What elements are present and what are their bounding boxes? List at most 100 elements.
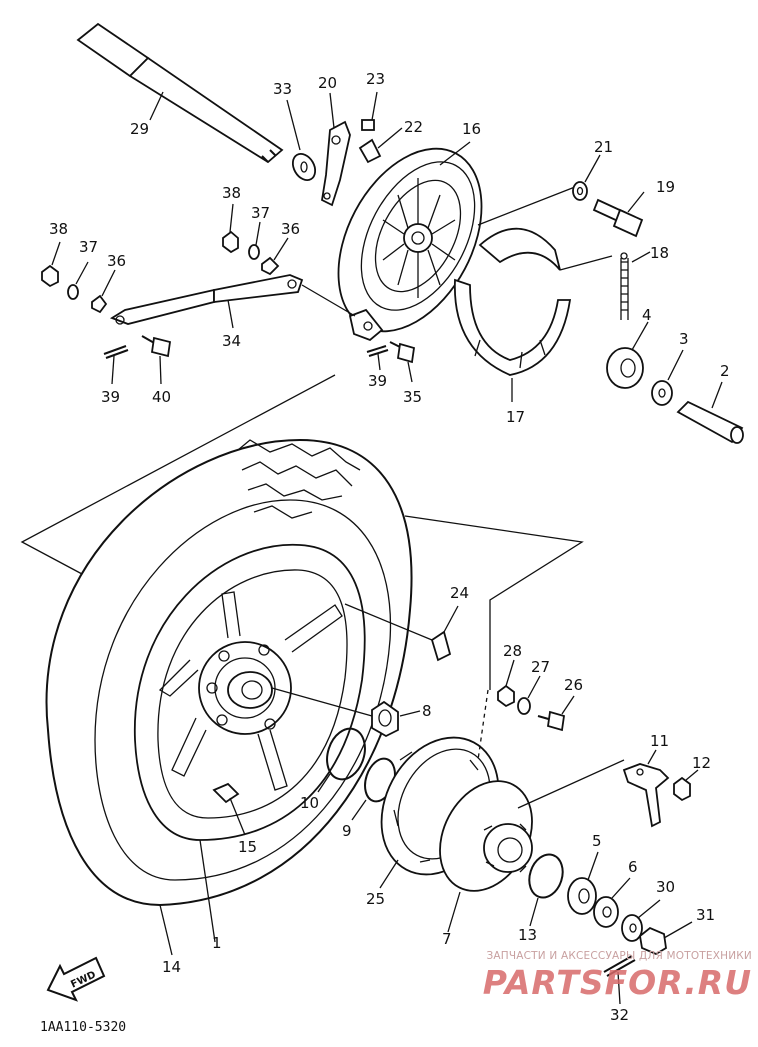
callout-16: 16 bbox=[462, 120, 481, 138]
lock-washer-line bbox=[517, 759, 625, 809]
leader-18 bbox=[631, 251, 651, 263]
leader-9 bbox=[351, 799, 367, 821]
lock-washer bbox=[622, 763, 670, 828]
spring-washer-right bbox=[248, 244, 260, 260]
leader-30 bbox=[637, 899, 661, 919]
leader-12 bbox=[685, 769, 699, 781]
spring-line bbox=[559, 255, 613, 271]
watermark-tagline: ЗАПЧАСТИ И АКСЕССУАРЫ ДЛЯ МОТОТЕХНИКИ bbox=[486, 950, 752, 962]
fwd-label: FWD bbox=[69, 970, 97, 991]
brake-shoe-plate bbox=[337, 147, 483, 342]
nut-right bbox=[222, 230, 239, 254]
callout-2: 2 bbox=[720, 362, 730, 380]
damper-line bbox=[344, 603, 433, 641]
leader-1 bbox=[199, 839, 216, 943]
callout-9: 9 bbox=[342, 822, 352, 840]
callout-35: 35 bbox=[403, 388, 422, 406]
callout-10: 10 bbox=[300, 794, 319, 812]
axle bbox=[76, 22, 284, 164]
circlip bbox=[528, 853, 564, 899]
callout-4: 4 bbox=[642, 306, 652, 324]
callout-17: 17 bbox=[506, 408, 525, 426]
washer-left bbox=[91, 294, 108, 314]
leader-37a bbox=[255, 221, 261, 246]
sprocket-bolt bbox=[537, 710, 566, 732]
assembly-plane-outline bbox=[20, 374, 336, 575]
watermark: ЗАПЧАСТИ И АКСЕССУАРЫ ДЛЯ МОТОТЕХНИКИ PA… bbox=[452, 950, 752, 1002]
callout-8: 8 bbox=[422, 702, 432, 720]
callout-37b: 37 bbox=[79, 238, 98, 256]
leader-21 bbox=[584, 154, 601, 183]
leader-6 bbox=[611, 877, 631, 899]
leader-8 bbox=[399, 710, 421, 717]
leader-26 bbox=[561, 695, 575, 715]
washer bbox=[291, 152, 317, 182]
callout-31: 31 bbox=[696, 906, 715, 924]
callout-labels: 1234567891011121314151617181920212223242… bbox=[49, 70, 730, 1024]
bolt-35 bbox=[389, 341, 416, 364]
leader-36a bbox=[273, 237, 289, 261]
bearing-5 bbox=[567, 877, 597, 915]
oil-seal bbox=[651, 380, 673, 406]
leader-39b bbox=[111, 355, 115, 385]
cotter-pin-32 bbox=[603, 955, 636, 977]
leader-27 bbox=[527, 675, 541, 699]
callout-39b: 39 bbox=[101, 388, 120, 406]
leader-36b bbox=[101, 269, 116, 297]
callout-27: 27 bbox=[531, 658, 550, 676]
callout-12: 12 bbox=[692, 754, 711, 772]
leader-37b bbox=[75, 261, 89, 285]
bearing bbox=[606, 347, 644, 389]
callout-18: 18 bbox=[650, 244, 669, 262]
callout-40: 40 bbox=[152, 388, 171, 406]
leader-31 bbox=[663, 921, 693, 939]
callout-7: 7 bbox=[442, 930, 452, 948]
damper bbox=[430, 630, 452, 662]
tension-bar-line bbox=[301, 284, 356, 317]
sprocket-nut bbox=[497, 684, 515, 708]
callout-11: 11 bbox=[650, 732, 669, 750]
oil-seal-6 bbox=[593, 896, 619, 928]
spacer bbox=[676, 400, 744, 444]
leader-16 bbox=[439, 141, 471, 166]
leader-11 bbox=[647, 749, 657, 765]
washer-right bbox=[261, 256, 280, 276]
fwd-arrow-icon: FWD bbox=[46, 956, 106, 1002]
callout-29: 29 bbox=[130, 120, 149, 138]
callout-14: 14 bbox=[162, 958, 181, 976]
brake-spring bbox=[620, 252, 629, 320]
dashed-axis bbox=[477, 689, 489, 761]
callout-19: 19 bbox=[656, 178, 675, 196]
assembly-plane-outline-right bbox=[404, 515, 584, 690]
callout-38a: 38 bbox=[222, 184, 241, 202]
callout-23: 23 bbox=[366, 70, 385, 88]
callout-34: 34 bbox=[222, 332, 241, 350]
cotter-pin-right bbox=[366, 345, 389, 357]
camshaft-lever bbox=[321, 120, 351, 207]
callout-22: 22 bbox=[404, 118, 423, 136]
leader-38a bbox=[229, 203, 234, 233]
leader-34 bbox=[227, 299, 234, 329]
collar-30 bbox=[621, 914, 643, 942]
leader-40 bbox=[159, 355, 162, 385]
callout-32: 32 bbox=[610, 1006, 629, 1024]
hub-line bbox=[271, 687, 373, 717]
callout-30: 30 bbox=[656, 878, 675, 896]
nut-left bbox=[41, 264, 59, 288]
leader-3 bbox=[667, 349, 684, 381]
sprocket-nut-12 bbox=[673, 776, 691, 802]
callout-3: 3 bbox=[679, 330, 689, 348]
spring-washer-left bbox=[67, 284, 79, 300]
callout-36b: 36 bbox=[107, 252, 126, 270]
watermark-logo: PARTSFOR.RU bbox=[482, 963, 752, 1002]
tire bbox=[45, 438, 413, 907]
leader-32 bbox=[617, 971, 621, 1005]
plate-to-shoe-line bbox=[477, 184, 581, 226]
cotter-pin-left bbox=[103, 345, 129, 359]
leader-25 bbox=[379, 859, 399, 889]
pivot-washer bbox=[572, 181, 588, 201]
callout-15: 15 bbox=[238, 838, 257, 856]
pivot-bolt bbox=[592, 198, 644, 238]
callout-1: 1 bbox=[212, 934, 222, 952]
